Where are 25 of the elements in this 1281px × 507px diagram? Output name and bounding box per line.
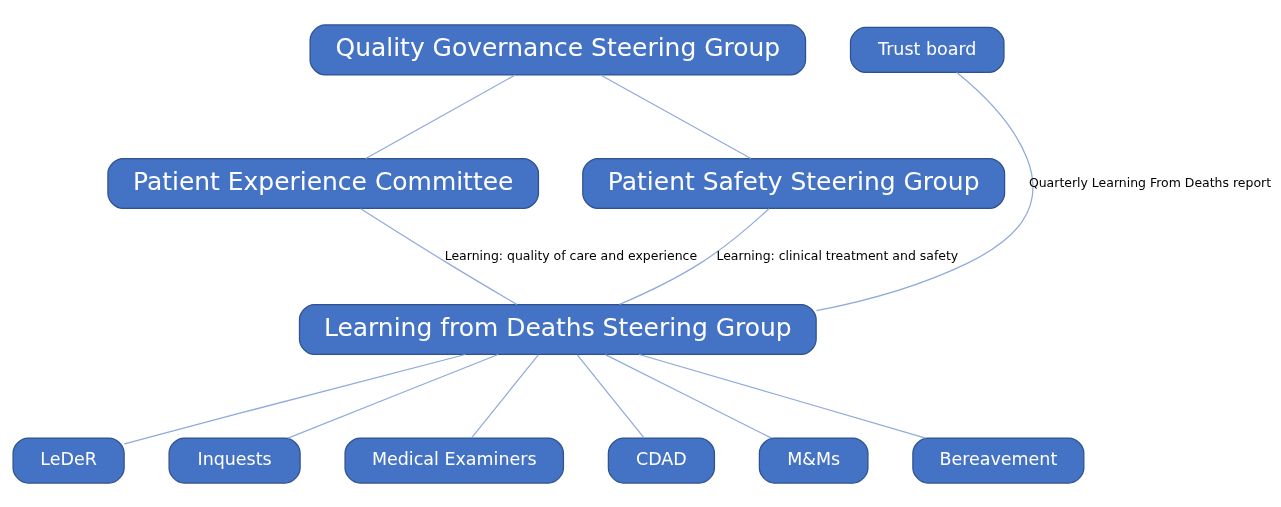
connector — [604, 353, 772, 438]
connector — [618, 207, 770, 305]
connector — [470, 353, 539, 438]
node-box: Medical Examiners — [344, 436, 565, 484]
node-box: CDAD — [607, 436, 716, 484]
connector — [287, 353, 499, 439]
connector — [365, 73, 516, 159]
node-box: M&Ms — [758, 436, 869, 484]
node-box: Patient Safety Steering Group — [582, 157, 1006, 209]
node-box: LeDeR — [12, 436, 125, 484]
connector — [360, 207, 518, 305]
connector — [576, 353, 645, 438]
edge-label: Quarterly Learning From Deaths report — [1028, 174, 1272, 190]
node-box: Quality Governance Steering Group — [309, 23, 807, 76]
node-box: Bereavement — [912, 436, 1085, 484]
edge-label: Learning: clinical treatment and safety — [716, 247, 959, 263]
node-box: Trust board — [849, 26, 1005, 73]
connector — [123, 353, 466, 445]
connector — [638, 353, 927, 439]
connector — [815, 71, 1034, 311]
connector — [599, 73, 752, 159]
node-box: Inquests — [168, 436, 301, 484]
node-box: Patient Experience Committee — [107, 157, 540, 209]
node-box: Learning from Deaths Steering Group — [298, 303, 817, 355]
edge-label: Learning: quality of care and experience — [444, 247, 698, 263]
